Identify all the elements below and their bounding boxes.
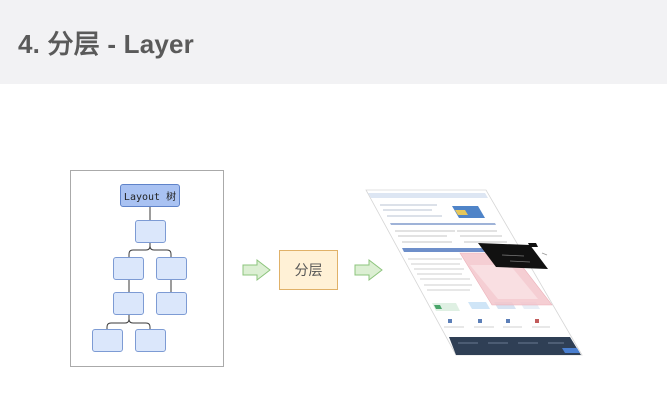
tree-node — [92, 329, 123, 352]
right-arrow-icon — [242, 258, 271, 282]
webpage-layer-dark — [478, 243, 548, 269]
tree-node — [113, 257, 144, 280]
tree-node — [156, 292, 187, 315]
slide-title: 4. 分层 - Layer — [18, 29, 194, 59]
tree-node — [156, 257, 187, 280]
right-arrow-icon — [354, 258, 383, 282]
slide-header: 4. 分层 - Layer — [0, 0, 667, 84]
layout-tree-root-node: Layout 树 — [120, 184, 180, 207]
layer-process-box: 分层 — [279, 250, 338, 290]
tree-node — [113, 292, 144, 315]
layered-webpage-illustration — [365, 189, 583, 356]
tree-node — [135, 220, 166, 243]
tree-node — [135, 329, 166, 352]
